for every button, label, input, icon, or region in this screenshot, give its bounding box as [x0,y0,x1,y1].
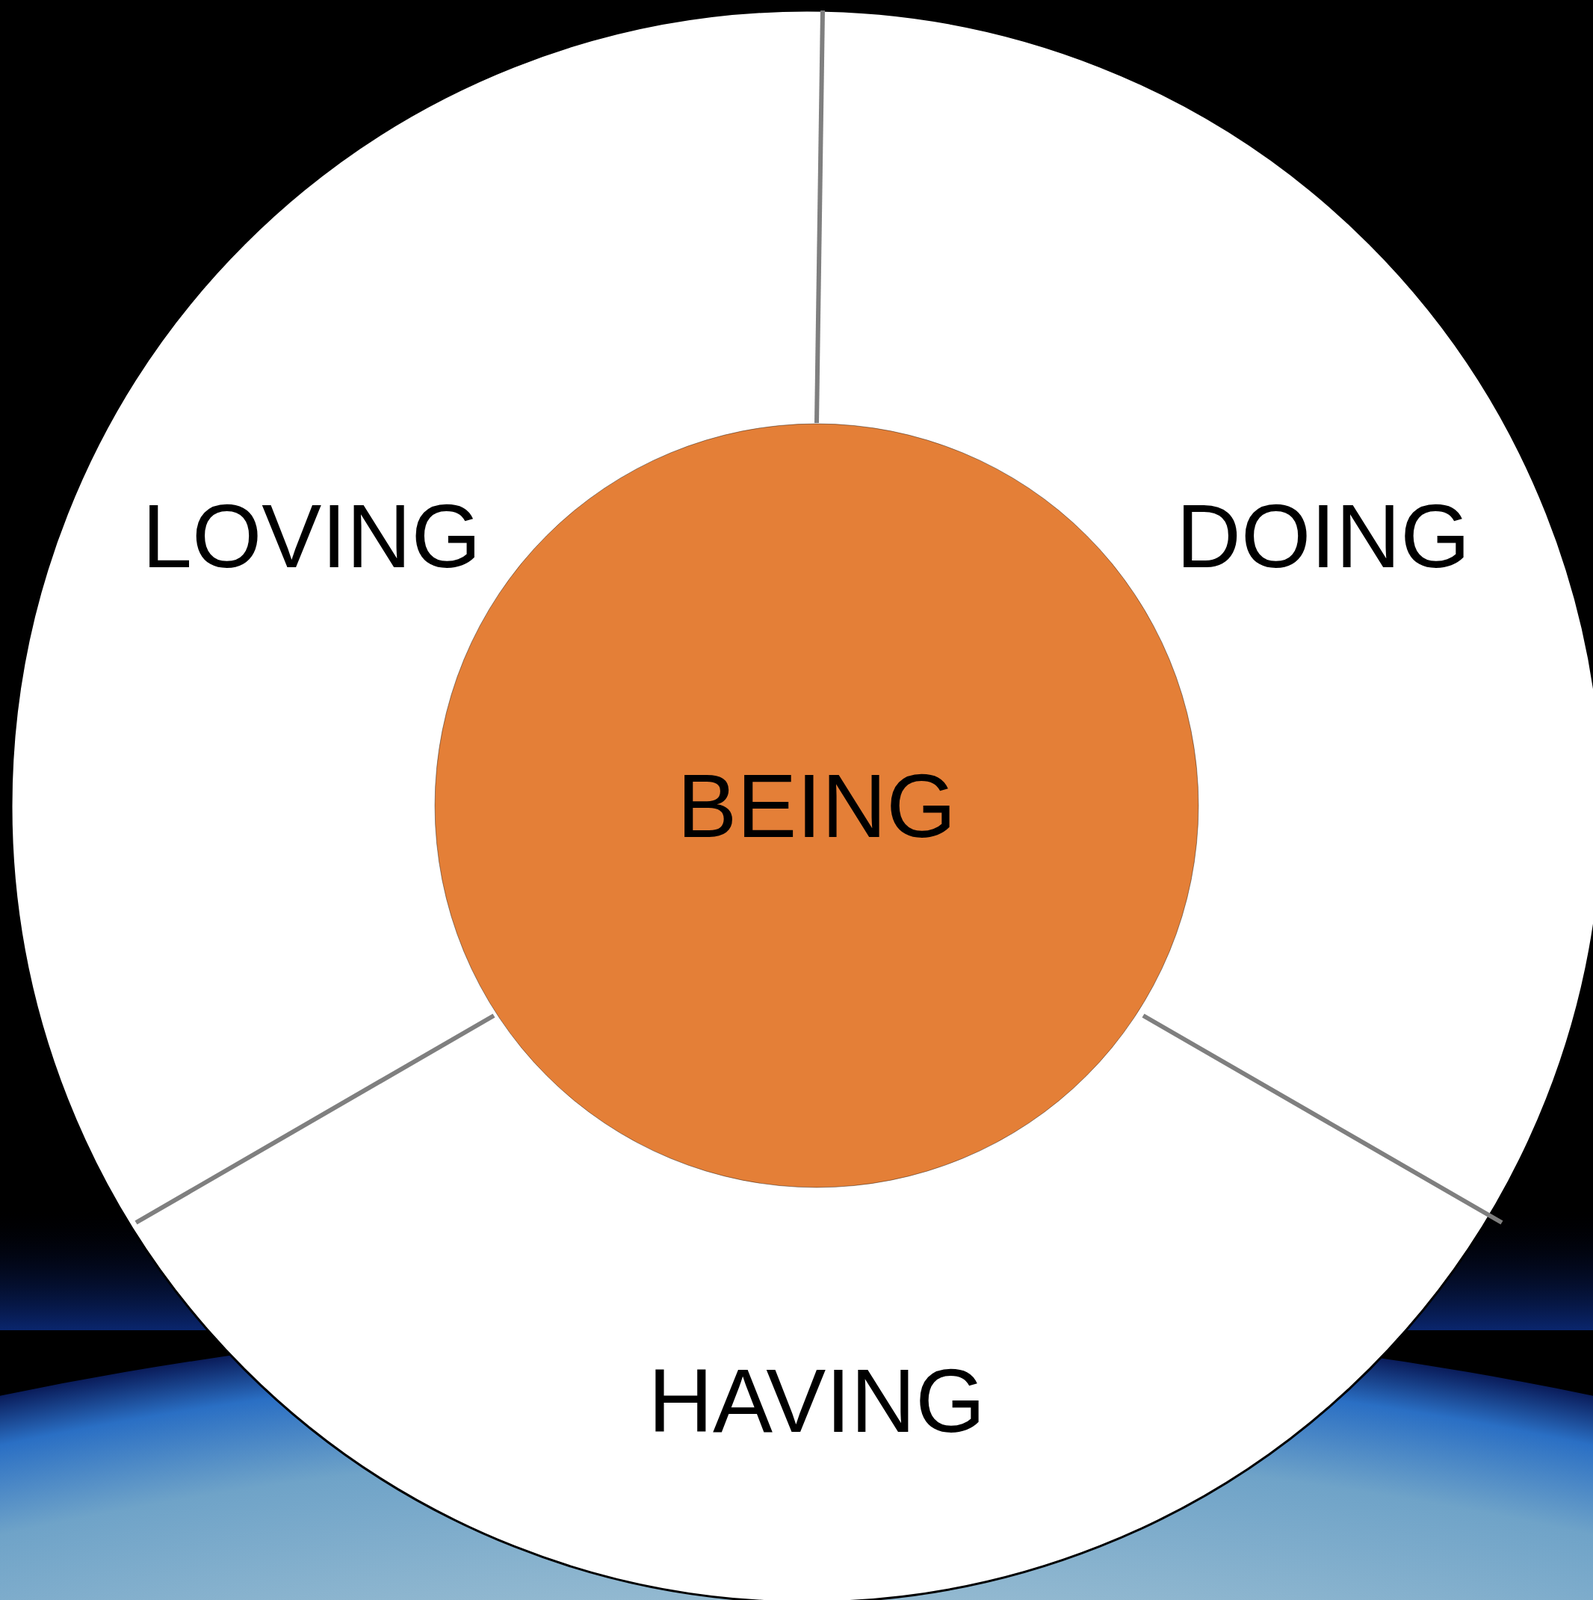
ring-segment: HAVING [634,1346,999,1455]
segment-label: BEING [664,753,968,858]
segment-label: DOING [1164,483,1482,589]
segment-label: HAVING [635,1347,997,1453]
divider-line [816,10,823,423]
center-circle: BEING [433,422,1200,1189]
outer-circle [11,10,1593,1600]
divider-line [135,1015,494,1223]
segment-label: LOVING [130,483,493,589]
ring-segment: LOVING [128,481,494,590]
ring-segment: DOING [1162,481,1484,590]
divider-line [1143,1015,1502,1223]
circle-fill [434,423,1199,1188]
